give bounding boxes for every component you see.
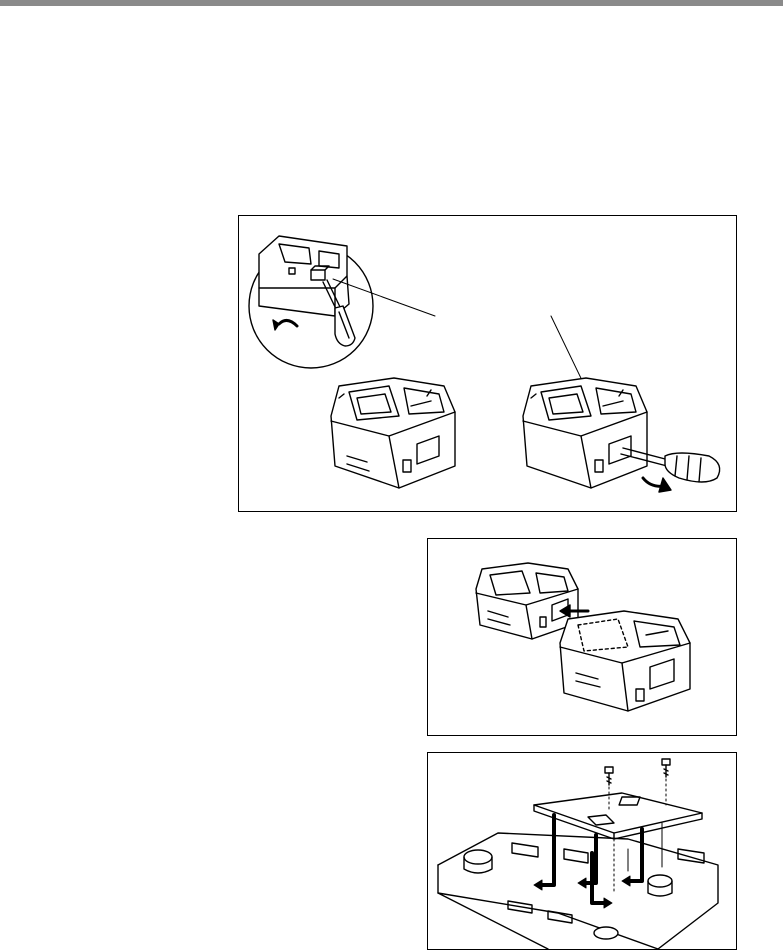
base-unit	[438, 833, 718, 949]
figure-mounting-plate	[427, 752, 737, 950]
magnified-inset	[249, 236, 373, 406]
battery-adaptor-screwdriver-illustration-icon	[239, 216, 736, 511]
adaptor-unit-right	[523, 378, 720, 492]
adaptor-unit-front	[560, 611, 690, 711]
figure-remove-cover	[238, 215, 737, 512]
mounting-plate	[534, 793, 702, 839]
header-bar	[0, 0, 783, 6]
figure-join-adaptors	[427, 538, 737, 736]
adaptor-unit-left	[331, 378, 455, 488]
adaptor-joining-illustration-icon	[428, 539, 736, 735]
adaptor-unit-back	[476, 563, 578, 639]
mounting-plate-screws-illustration-icon	[428, 753, 736, 949]
